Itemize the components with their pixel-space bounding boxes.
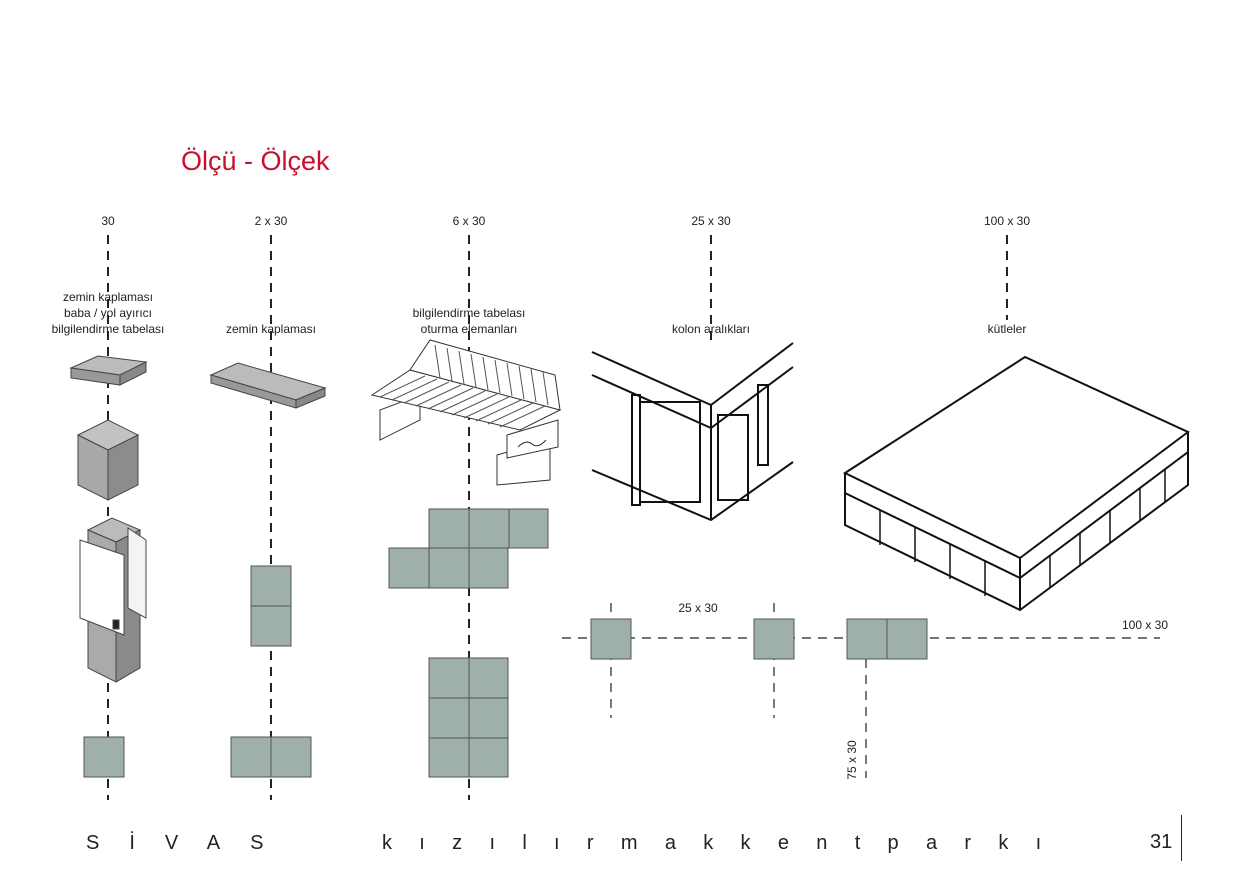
mass-block (842, 355, 1190, 612)
caption-line: zemin kaplaması (62, 290, 154, 304)
caption-col2: zemin kaplaması (225, 322, 317, 336)
tile (250, 565, 292, 607)
tiles (83, 508, 928, 778)
tile (250, 605, 292, 647)
footer-project: kızılırmakkentparkı (382, 832, 1069, 854)
caption-col5: kütleler (987, 322, 1027, 336)
tile (428, 547, 470, 589)
scale-label-100x30: 100 x 30 (983, 214, 1031, 228)
bollard-cube (76, 419, 140, 501)
tile (270, 736, 312, 778)
caption-line: bilgilendirme tabelası (412, 306, 526, 320)
tile (508, 508, 549, 549)
info-sign-pillar (79, 517, 147, 683)
tile (753, 618, 795, 660)
tile (468, 657, 509, 699)
grid-label-100x30: 100 x 30 (1121, 618, 1169, 632)
paver-slab-small (69, 355, 148, 386)
tile (428, 697, 470, 739)
tile (428, 508, 470, 549)
tile (590, 618, 632, 660)
tile (230, 736, 272, 778)
tile (388, 547, 430, 589)
scale-label-25x30: 25 x 30 (691, 214, 731, 228)
bench (370, 339, 562, 486)
scale-label-30: 30 (101, 214, 115, 228)
tile (468, 547, 509, 589)
tile (468, 737, 509, 778)
tile (846, 618, 888, 660)
grid-label-25x30: 25 x 30 (678, 601, 718, 615)
tile (886, 618, 928, 660)
caption-line: oturma elemanları (420, 322, 518, 336)
tile (428, 657, 470, 699)
caption-col3: bilgilendirme tabelası oturma elemanları (389, 305, 549, 337)
caption-line: bilgilendirme tabelası (51, 322, 165, 336)
caption-col1: zemin kaplaması baba / yol ayırıcı bilgi… (28, 289, 188, 337)
tile (468, 508, 510, 549)
paver-slab-large (209, 362, 327, 409)
tile (428, 737, 470, 778)
footer-divider (1181, 815, 1182, 861)
tile (468, 697, 509, 739)
tile (83, 736, 125, 778)
page-number: 31 (1150, 831, 1173, 853)
page-title: Ölçü - Ölçek (181, 146, 330, 176)
footer-city: SİVAS (86, 832, 294, 854)
scale-label-6x30: 6 x 30 (452, 214, 486, 228)
scale-label-2x30: 2 x 30 (254, 214, 288, 228)
caption-line: baba / yol ayırıcı (63, 306, 153, 320)
colonnade-corner (591, 342, 794, 522)
caption-col4: kolon aralıkları (671, 322, 751, 336)
grid-label-75x30: 75 x 30 (845, 740, 859, 780)
